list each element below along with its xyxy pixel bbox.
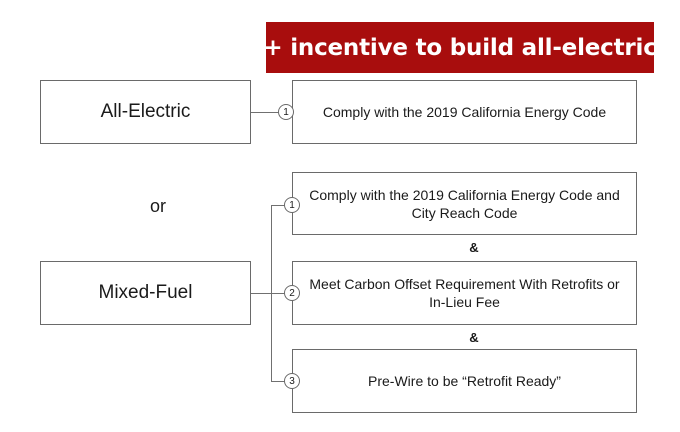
mixed-fuel-requirement-3-box: Pre-Wire to be “Retrofit Ready” [292, 349, 637, 413]
or-label: or [150, 196, 167, 216]
and-connector-2: & [469, 330, 479, 345]
step-number-badge: 2 [284, 285, 300, 301]
mixed-fuel-bracket-middle [271, 293, 292, 294]
step-number-badge: 1 [284, 197, 300, 213]
mixed-fuel-connector [251, 293, 272, 294]
all-electric-requirement-box: Comply with the 2019 California Energy C… [292, 80, 637, 144]
step-number-badge: 1 [278, 104, 294, 120]
mixed-fuel-box: Mixed-Fuel [40, 261, 251, 325]
mixed-fuel-requirement-2-box: Meet Carbon Offset Requirement With Retr… [292, 261, 637, 325]
mixed-fuel-bracket-bottom [271, 381, 292, 382]
incentive-banner: + incentive to build all-electric [263, 22, 657, 73]
mixed-fuel-requirement-1-box: Comply with the 2019 California Energy C… [292, 172, 637, 235]
mixed-fuel-requirement-2-text: Meet Carbon Offset Requirement With Retr… [309, 276, 620, 310]
and-connector-1: & [469, 240, 479, 255]
step-number-badge: 3 [284, 373, 300, 389]
mixed-fuel-label: Mixed-Fuel [98, 282, 193, 303]
all-electric-connector [251, 112, 292, 113]
all-electric-requirement-text: Comply with the 2019 California Energy C… [322, 104, 607, 120]
mixed-fuel-requirement-1-text: Comply with the 2019 California Energy C… [309, 186, 620, 221]
incentive-banner-text: + incentive to build all-electric [263, 34, 657, 61]
mixed-fuel-bracket-top [271, 205, 292, 206]
mixed-fuel-requirement-3-text: Pre-Wire to be “Retrofit Ready” [368, 373, 561, 389]
all-electric-box: All-Electric [40, 80, 251, 144]
all-electric-label: All-Electric [100, 101, 191, 122]
